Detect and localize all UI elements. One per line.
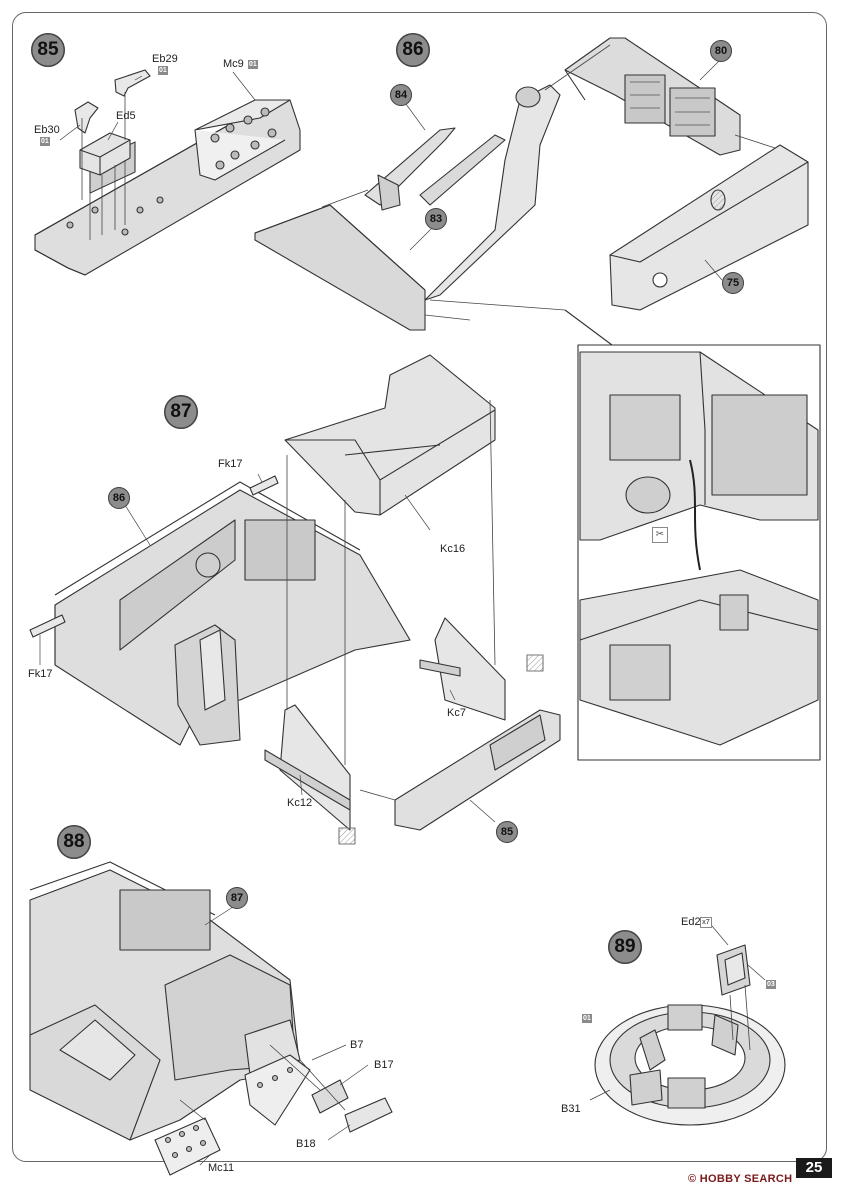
- tag-eb30: 01: [40, 137, 50, 146]
- step-86-badge: 86: [396, 33, 430, 67]
- tag-03: 03: [766, 980, 776, 989]
- step85-drawing: [34, 69, 301, 276]
- label-ed2: Ed2: [681, 916, 701, 928]
- ref-86: 86: [108, 487, 130, 509]
- label-b18: B18: [296, 1138, 316, 1150]
- label-b7: B7: [350, 1039, 364, 1051]
- page-frame: [12, 12, 827, 1162]
- label-kc12: Kc12: [287, 797, 313, 809]
- label-eb29: Eb29: [152, 53, 178, 65]
- step86-drawing: [254, 37, 809, 331]
- ref-87: 87: [226, 887, 248, 909]
- label-kc7: Kc7: [447, 707, 466, 719]
- label-b17: B17: [374, 1059, 394, 1071]
- label-ed5: Ed5: [116, 110, 136, 122]
- label-mc9: Mc9: [223, 58, 244, 70]
- step-85-badge: 85: [31, 33, 65, 67]
- tag-01: 01: [582, 1014, 592, 1023]
- step89-drawing: [594, 944, 786, 1126]
- step-87-badge: 87: [164, 395, 198, 429]
- step87-drawing: [29, 354, 561, 845]
- ref-80: 80: [710, 40, 732, 62]
- page-number: 25: [796, 1158, 832, 1178]
- ref-84: 84: [390, 84, 412, 106]
- step88-drawing: [29, 861, 393, 1176]
- tag-mc9: 01: [248, 60, 258, 69]
- label-kc16: Kc16: [440, 543, 466, 555]
- step-88-badge: 88: [57, 825, 91, 859]
- label-fk17-top: Fk17: [218, 458, 243, 470]
- tag-eb29: 01: [158, 66, 168, 75]
- cut-icon: ✂: [652, 527, 668, 543]
- label-eb30: Eb30: [34, 124, 60, 136]
- ref-75: 75: [722, 272, 744, 294]
- ref-83: 83: [425, 208, 447, 230]
- watermark: © HOBBY SEARCH: [688, 1173, 793, 1185]
- label-b31: B31: [561, 1103, 581, 1115]
- label-mc11: Mc11: [208, 1162, 235, 1174]
- detail-callout: [564, 309, 821, 761]
- ref-85: 85: [496, 821, 518, 843]
- step-89-badge: 89: [608, 930, 642, 964]
- label-fk17-left: Fk17: [28, 668, 53, 680]
- tag-ed2-qty: x7: [700, 917, 712, 928]
